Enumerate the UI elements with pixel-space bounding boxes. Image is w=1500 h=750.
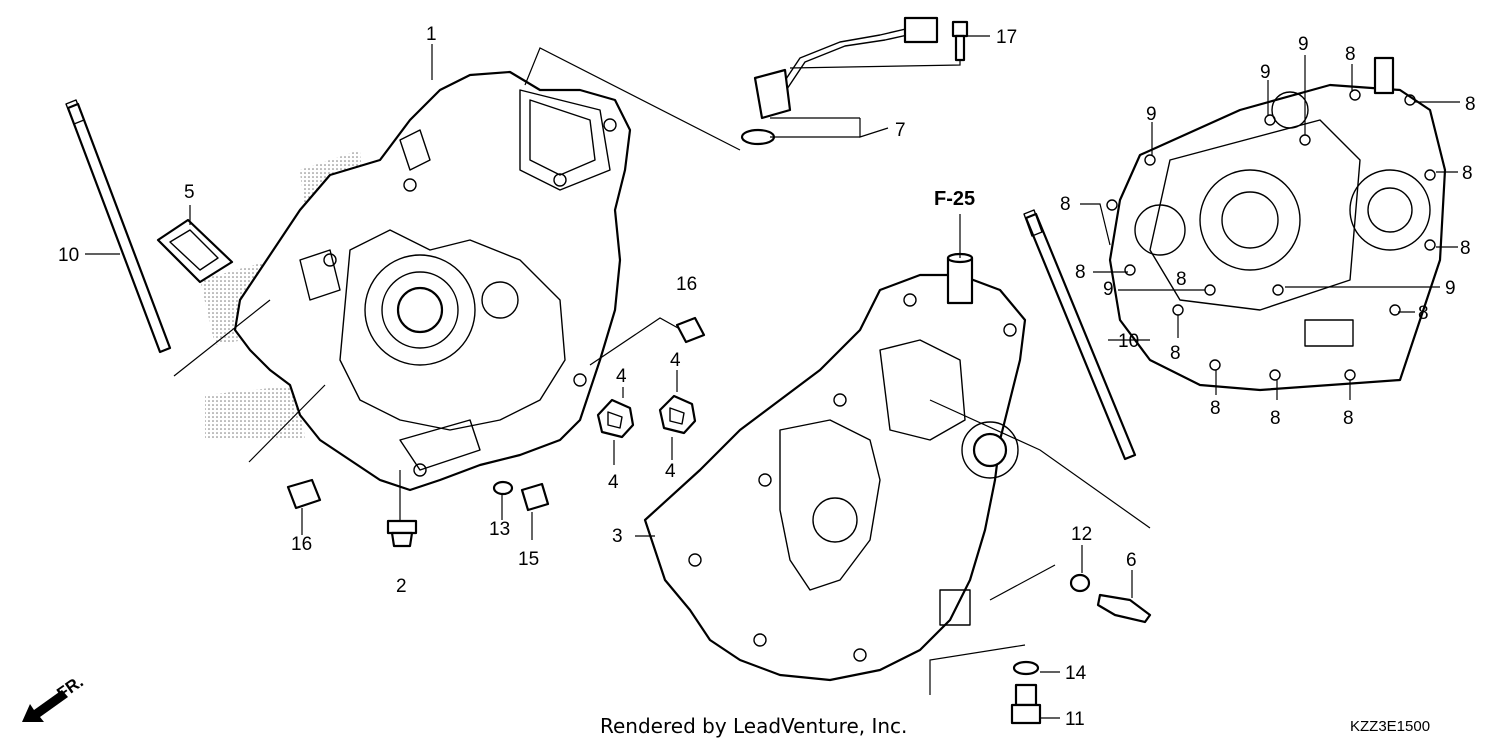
callout-4: 4 xyxy=(616,366,627,387)
washer-13[interactable] xyxy=(492,480,514,496)
right-crankcase-half[interactable] xyxy=(643,252,1027,682)
callout-10: 10 xyxy=(1118,331,1139,352)
diagram-code: KZZ3E1500 xyxy=(1350,718,1430,735)
leader-lines xyxy=(85,35,1460,719)
callout-8: 8 xyxy=(1060,194,1071,215)
callout-3: 3 xyxy=(612,526,623,547)
bolt-11[interactable] xyxy=(1010,683,1042,725)
callout-4: 4 xyxy=(670,350,681,371)
callout-labels: 1 2 3 4 4 4 4 5 6 7 8 8 8 8 8 8 8 8 8 8 … xyxy=(58,24,1476,730)
callout-8: 8 xyxy=(1418,303,1429,324)
neutral-switch-6[interactable] xyxy=(1096,593,1152,624)
callout-4: 4 xyxy=(608,472,619,493)
front-direction-indicator: FR. xyxy=(22,672,87,722)
drain-plug-2[interactable] xyxy=(386,519,418,548)
callout-9: 9 xyxy=(1260,62,1271,83)
callout-5: 5 xyxy=(184,182,195,203)
callout-8: 8 xyxy=(1075,262,1086,283)
callout-4: 4 xyxy=(665,461,676,482)
callout-8: 8 xyxy=(1170,343,1181,364)
callout-14: 14 xyxy=(1065,663,1087,684)
bearing-shell-pair-a[interactable] xyxy=(596,398,635,439)
oil-sensor-assembly[interactable] xyxy=(740,16,939,146)
render-credit: Rendered by LeadVenture, Inc. xyxy=(600,714,907,738)
stud-bolt-left[interactable] xyxy=(65,99,172,354)
front-arrow-icon xyxy=(22,690,68,722)
callout-16: 16 xyxy=(676,274,697,295)
callout-1: 1 xyxy=(426,24,437,45)
callout-10: 10 xyxy=(58,245,79,266)
section-reference-label[interactable]: F-25 xyxy=(934,188,975,210)
dowel-pin-upper[interactable] xyxy=(675,316,706,344)
callout-11: 11 xyxy=(1065,709,1085,730)
dowel-pin-lower[interactable] xyxy=(286,478,322,510)
callout-8: 8 xyxy=(1465,94,1476,115)
callout-9: 9 xyxy=(1298,34,1309,55)
callout-8: 8 xyxy=(1462,163,1473,184)
callout-6: 6 xyxy=(1126,550,1137,571)
callout-12: 12 xyxy=(1071,524,1092,545)
callout-9: 9 xyxy=(1445,278,1456,299)
callout-9: 9 xyxy=(1146,104,1157,125)
crankcase-inner-view[interactable] xyxy=(1106,56,1447,392)
callout-7: 7 xyxy=(895,120,906,141)
callout-8: 8 xyxy=(1270,408,1281,429)
callout-13: 13 xyxy=(489,519,510,540)
bearing-shell-pair-b[interactable] xyxy=(658,394,697,435)
callout-8: 8 xyxy=(1343,408,1354,429)
callout-15: 15 xyxy=(518,549,539,570)
callout-8: 8 xyxy=(1345,44,1356,65)
dowel-15[interactable] xyxy=(520,482,550,512)
callout-8: 8 xyxy=(1176,269,1187,290)
washer-12[interactable] xyxy=(1069,573,1091,593)
callout-17: 17 xyxy=(996,27,1017,48)
callout-2: 2 xyxy=(396,576,407,597)
stud-bolt-right[interactable] xyxy=(1023,209,1137,461)
washer-14[interactable] xyxy=(1012,660,1040,676)
callout-8: 8 xyxy=(1460,238,1471,259)
callout-8: 8 xyxy=(1210,398,1221,419)
callout-9: 9 xyxy=(1103,279,1114,300)
oil-strainer-screen[interactable] xyxy=(156,218,234,284)
bolt-17[interactable] xyxy=(951,20,969,62)
left-crankcase-half[interactable] xyxy=(200,70,632,492)
callout-16: 16 xyxy=(291,534,312,555)
